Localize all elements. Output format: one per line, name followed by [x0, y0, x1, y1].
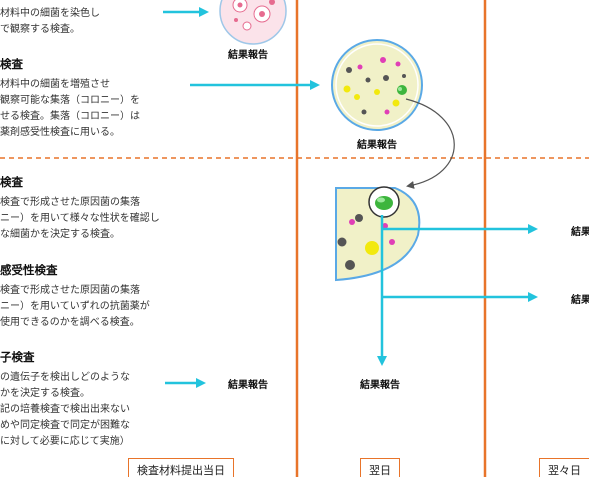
identification-line-2: ニー）を用いて様々な性状を確認し	[0, 213, 160, 224]
day-label-next: 翌日	[360, 458, 400, 477]
selected-colony-icon	[368, 186, 400, 218]
colony-dish-zoom-icon	[335, 187, 421, 282]
identification-heading: 検査	[0, 175, 23, 189]
susceptibility-line-2: ニー）を用いていずれの抗菌薬が	[0, 301, 150, 312]
stain-dish-icon	[219, 0, 287, 45]
identification-line-1: 検査で形成させた原因菌の集落	[0, 197, 140, 208]
culture-heading: 検査	[0, 57, 23, 71]
identification-line-3: な細菌かを決定する検査。	[0, 229, 120, 240]
result-label-next-day: 結果報告	[360, 380, 400, 391]
culture-line-1: 材料中の細菌を増殖させ	[0, 79, 110, 90]
gene-line-3: 記の培養検査で検出出来ない	[0, 404, 130, 415]
gene-line-1: の遺伝子を検出しどのような	[0, 372, 130, 383]
result-label-gene: 結果報告	[228, 380, 268, 391]
gene-line-2: かを決定する検査。	[0, 388, 90, 399]
result-label-stain: 結果報告	[228, 50, 268, 61]
stain-line-1: 材料中の細菌を染色し	[0, 8, 100, 19]
result-label-identification: 結果報告	[571, 227, 589, 238]
day-label-submission: 検査材料提出当日	[128, 458, 234, 477]
culture-line-4: 薬剤感受性検査に用いる。	[0, 127, 120, 138]
day-label-day-after: 翌々日	[539, 458, 589, 477]
gene-line-5: に対して必要に応じて実施）	[0, 436, 130, 447]
culture-dish-icon	[331, 39, 423, 131]
culture-line-3: せる検査。集落（コロニー）は	[0, 111, 140, 122]
susceptibility-line-3: 使用できるのかを調べる検査。	[0, 317, 140, 328]
gene-heading: 子検査	[0, 350, 35, 364]
result-label-susceptibility: 結果報告	[571, 295, 589, 306]
zoom-arrow	[405, 98, 455, 189]
susceptibility-line-1: 検査で形成させた原因菌の集落	[0, 285, 140, 296]
susceptibility-heading: 感受性検査	[0, 263, 58, 277]
result-label-culture: 結果報告	[357, 140, 397, 151]
culture-line-2: 観察可能な集落（コロニー）を	[0, 95, 140, 106]
stain-line-2: で観察する検査。	[0, 24, 80, 35]
gene-line-4: めや同定検査で同定が困難な	[0, 420, 130, 431]
